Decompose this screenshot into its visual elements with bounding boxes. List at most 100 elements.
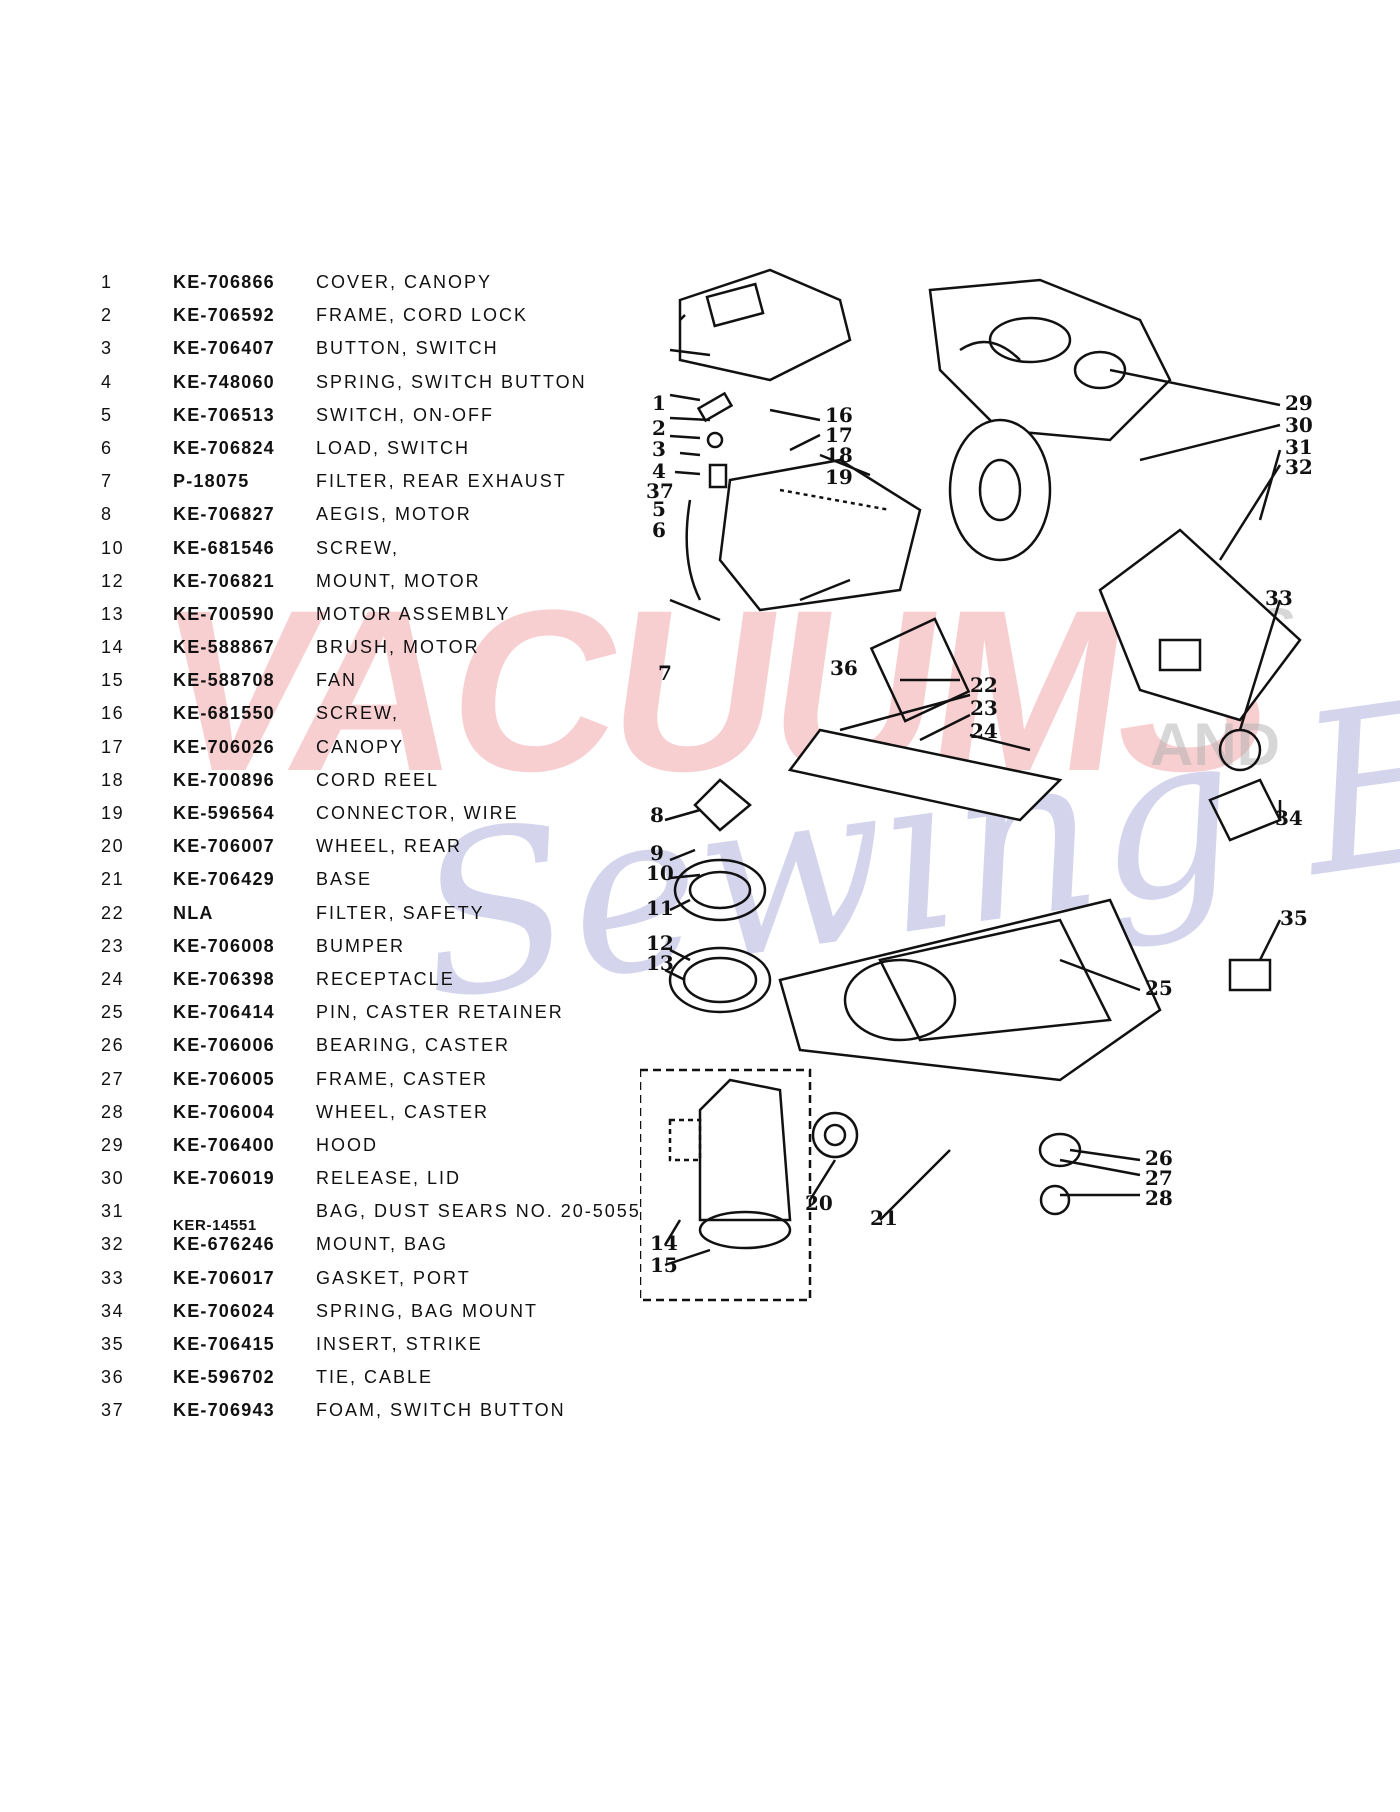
part-number-index: 25 xyxy=(101,1002,125,1023)
part-code: KE-706006 xyxy=(173,1035,275,1056)
callout-label: 20 xyxy=(805,1191,833,1215)
callout-label: 27 xyxy=(1145,1166,1173,1190)
part-number-index: 32 xyxy=(101,1234,125,1255)
part-number-index: 12 xyxy=(101,570,125,591)
callout-label: 23 xyxy=(970,696,998,720)
part-number-index: 34 xyxy=(101,1300,125,1321)
part-number-index: 3 xyxy=(101,338,113,359)
callout-label: 4 xyxy=(652,459,666,483)
part-code: KE-596702 xyxy=(173,1367,275,1388)
callout-label: 2 xyxy=(652,416,666,440)
part-number-index: 7 xyxy=(101,471,113,492)
part-description: FOAM, SWITCH BUTTON xyxy=(316,1400,566,1421)
exploded-parts-diagram: 1234375678910111213141516171819362021222… xyxy=(640,268,1313,1302)
part-number-index: 5 xyxy=(101,404,113,425)
part-description: GASKET, PORT xyxy=(316,1267,471,1288)
part-code: P-18075 xyxy=(173,471,250,492)
part-number-index: 2 xyxy=(101,305,113,326)
part-number-index: 37 xyxy=(101,1400,125,1421)
callout-label: 16 xyxy=(825,403,853,427)
callout-label: 14 xyxy=(650,1231,678,1255)
part-code: KE-706008 xyxy=(173,935,275,956)
part-code: KE-706415 xyxy=(173,1334,275,1354)
part-number-index: 8 xyxy=(101,504,113,525)
part-description: HOOD xyxy=(316,1134,378,1155)
callout-label: 34 xyxy=(1275,806,1303,830)
part-description: COVER, CANOPY xyxy=(316,272,493,292)
callout-label: 37 xyxy=(646,479,674,503)
callout-label: 1 xyxy=(652,391,666,415)
callout-label: 18 xyxy=(825,443,853,467)
part-description: MOUNT, BAG xyxy=(316,1234,449,1255)
part-code: KE-700896 xyxy=(173,769,275,790)
part-code: KE-706513 xyxy=(173,404,275,425)
part-code: KE-706827 xyxy=(173,504,275,525)
part-description: BUTTON, SWITCH xyxy=(316,338,499,359)
cord-reel xyxy=(948,418,1052,562)
part-code: KE-706024 xyxy=(173,1300,275,1321)
part-description: BUMPER xyxy=(316,935,406,956)
part-number-index: 21 xyxy=(101,869,125,890)
part-code: KE-748060 xyxy=(173,371,275,392)
part-description: INSERT, STRIKE xyxy=(316,1334,483,1354)
part-number-index: 24 xyxy=(101,968,125,989)
part-code: NLA xyxy=(173,902,214,923)
callout-label: 11 xyxy=(646,896,674,920)
callout-label: 10 xyxy=(646,861,674,885)
callout-label: 12 xyxy=(646,931,674,955)
callout-label: 26 xyxy=(1145,1146,1173,1170)
part-description: WHEEL, CASTER xyxy=(316,1101,490,1122)
part-number-index: 30 xyxy=(101,1168,125,1189)
part-number-index: 28 xyxy=(101,1101,125,1122)
part-number-index: 6 xyxy=(101,437,113,458)
part-number-index: 33 xyxy=(101,1267,125,1288)
part-description: BAG, DUST SEARS NO. 20-5055 xyxy=(316,1201,641,1222)
part-description: FRAME, CASTER xyxy=(316,1068,489,1089)
part-description: PIN, CASTER RETAINER xyxy=(316,1002,564,1023)
switch-parts xyxy=(685,391,734,601)
part-number-index: 13 xyxy=(101,603,125,624)
part-description: BASE xyxy=(316,869,373,890)
canopy-frame xyxy=(718,458,922,612)
part-number-index: 36 xyxy=(101,1367,125,1388)
part-code: KE-596564 xyxy=(173,803,275,823)
callout-label: 35 xyxy=(1280,906,1308,930)
callout-label: 21 xyxy=(870,1206,898,1230)
part-number-index: 31 xyxy=(101,1201,125,1222)
callout-label: 9 xyxy=(650,841,664,865)
part-description: FAN xyxy=(316,670,358,691)
part-code: KE-706407 xyxy=(173,338,275,359)
part-number-index: 14 xyxy=(101,637,125,658)
part-code: KE-706398 xyxy=(173,968,275,989)
part-code: KE-706821 xyxy=(173,570,275,591)
part-description: WHEEL, REAR xyxy=(316,836,463,857)
part-description: FRAME, CORD LOCK xyxy=(316,305,529,326)
part-code: KE-706429 xyxy=(173,869,275,890)
part-code: KE-676246 xyxy=(173,1234,275,1255)
part-number-index: 27 xyxy=(101,1068,125,1089)
callout-label: 29 xyxy=(1285,391,1313,415)
callout-label: 19 xyxy=(825,465,853,489)
callout-label: 17 xyxy=(825,423,853,447)
canopy-cover xyxy=(678,268,852,382)
part-description: SCREW, xyxy=(316,703,400,724)
part-description: MOTOR ASSEMBLY xyxy=(316,603,511,624)
part-code: KE-706005 xyxy=(173,1068,275,1089)
part-number-index: 19 xyxy=(101,803,125,823)
part-code: KE-706004 xyxy=(173,1101,275,1122)
